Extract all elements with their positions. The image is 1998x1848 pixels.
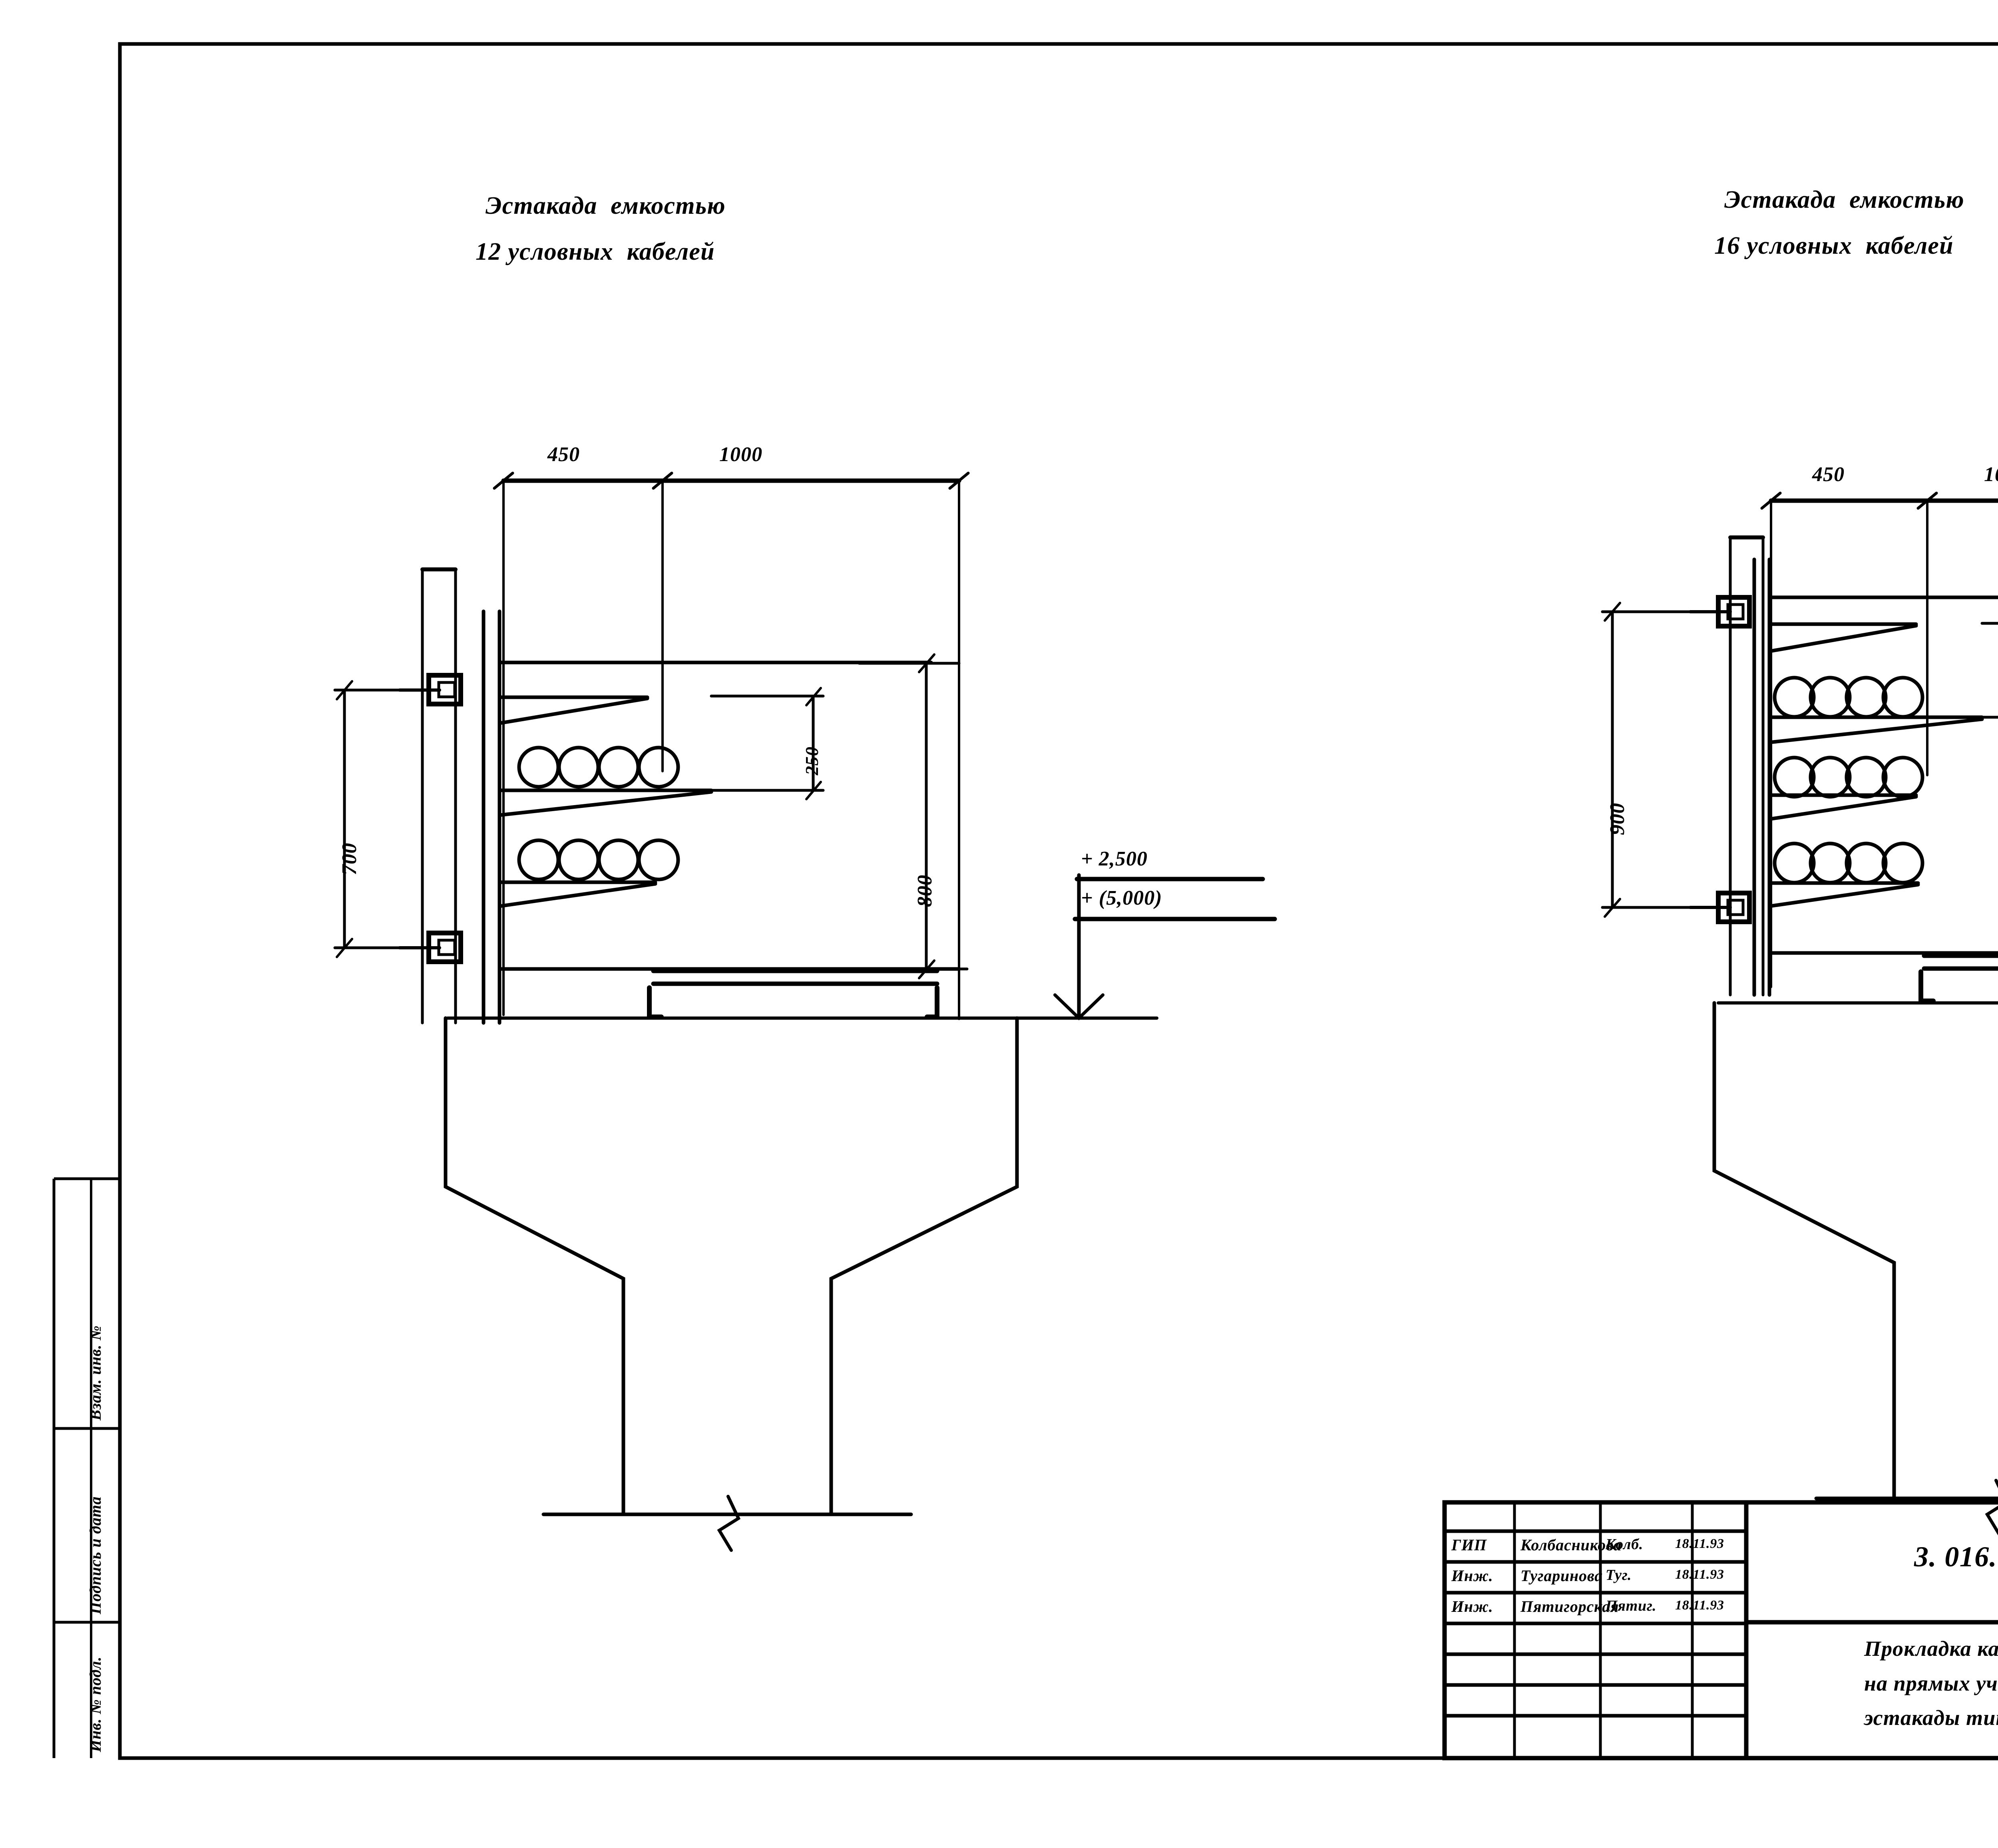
sig-row-2-name: Пятигорская	[1520, 1597, 1619, 1615]
view-16-title-line1: Эстакада емкостью	[1724, 186, 1964, 213]
sig-row-0-date: 18.11.93	[1675, 1536, 1724, 1551]
sig-row-1-sign: Туг.	[1606, 1567, 1632, 1583]
sig-row-1-role: Инж.	[1451, 1567, 1493, 1585]
subject-line-3: эстакады типа 1	[1864, 1706, 1998, 1730]
view-12-elevation-bottom: + (5,000)	[1081, 887, 1162, 909]
view-12-title-line2: 12 условных кабелей	[476, 238, 715, 265]
sig-row-0-sign: Колб.	[1606, 1536, 1644, 1553]
view-16-title-line2: 16 условных кабелей	[1714, 232, 1954, 259]
sig-row-2-sign: Пятиг.	[1606, 1597, 1657, 1614]
sig-row-1-name: Тугаринова	[1520, 1567, 1603, 1585]
view-12-dim-450: 450	[547, 443, 580, 466]
sig-row-1-date: 18.11.93	[1675, 1567, 1724, 1582]
subject-line-2: на прямых участках	[1864, 1671, 1998, 1695]
sig-row-2-date: 18.11.93	[1675, 1598, 1724, 1613]
sig-row-2-role: Инж.	[1451, 1597, 1493, 1615]
view-16-dim-1000: 1000	[1984, 463, 1998, 486]
view-12-title-line1: Эстакада емкостью	[486, 192, 726, 219]
sig-row-0-name: Колбасникова	[1520, 1536, 1622, 1554]
subject-line-1: Прокладка кабелей	[1864, 1637, 1998, 1661]
drawing-code: 3. 016. 1- 17. 93 . 2 - 2	[1914, 1541, 1998, 1573]
view-12-dim-1000: 1000	[719, 443, 763, 466]
sig-row-0-role: ГИП	[1451, 1536, 1487, 1554]
view-12-elevation-top: + 2,500	[1081, 847, 1148, 870]
view-16-dim-450: 450	[1812, 463, 1845, 486]
